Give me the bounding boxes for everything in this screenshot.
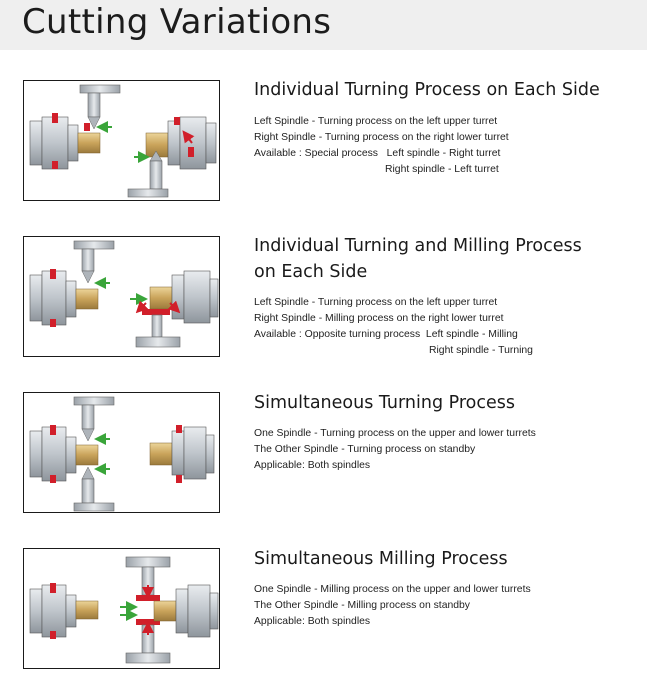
desc-line: Right Spindle - Milling process on the r… — [254, 313, 504, 324]
desc-line: Right Spindle - Turning process on the r… — [254, 132, 509, 143]
desc-line: Right spindle - Left turret — [385, 164, 499, 175]
section-title: Individual Turning and Milling Process — [254, 236, 582, 256]
desc-line: The Other Spindle - Milling process on s… — [254, 600, 471, 611]
section-title: Individual Turning Process on Each Side — [254, 80, 600, 100]
desc-line: Right spindle - Turning — [429, 345, 533, 356]
page-title: Cutting Variations — [22, 2, 332, 42]
desc-line: Applicable: Both spindles — [254, 616, 371, 627]
machine-diagram-2 — [29, 240, 219, 348]
section-description: Left Spindle - Turning process on the le… — [254, 114, 509, 178]
desc-line: Available : Special process Left spindle… — [254, 148, 501, 159]
diagram-simultaneous-turning — [23, 392, 220, 513]
desc-line: Available : Opposite turning process Lef… — [254, 329, 518, 340]
diagram-simultaneous-milling — [23, 548, 220, 669]
diagram-turning-milling — [23, 236, 220, 357]
section-description: One Spindle - Milling process on the upp… — [254, 582, 531, 630]
desc-line: Left Spindle - Turning process on the le… — [254, 297, 498, 308]
section-description: Left Spindle - Turning process on the le… — [254, 295, 533, 359]
machine-diagram-1 — [29, 84, 217, 198]
page-header: Cutting Variations — [0, 0, 647, 50]
desc-line: One Spindle - Turning process on the upp… — [254, 428, 536, 439]
section-description: One Spindle - Turning process on the upp… — [254, 426, 536, 474]
desc-line: Applicable: Both spindles — [254, 460, 371, 471]
section-title: Simultaneous Milling Process — [254, 549, 508, 569]
machine-diagram-3 — [29, 396, 215, 512]
section-title-continued: on Each Side — [254, 262, 368, 282]
desc-line: The Other Spindle - Turning process on s… — [254, 444, 476, 455]
desc-line: One Spindle - Milling process on the upp… — [254, 584, 531, 595]
desc-line: Left Spindle - Turning process on the le… — [254, 116, 498, 127]
section-title: Simultaneous Turning Process — [254, 393, 516, 413]
diagram-individual-turning — [23, 80, 220, 201]
machine-diagram-4 — [29, 556, 219, 664]
